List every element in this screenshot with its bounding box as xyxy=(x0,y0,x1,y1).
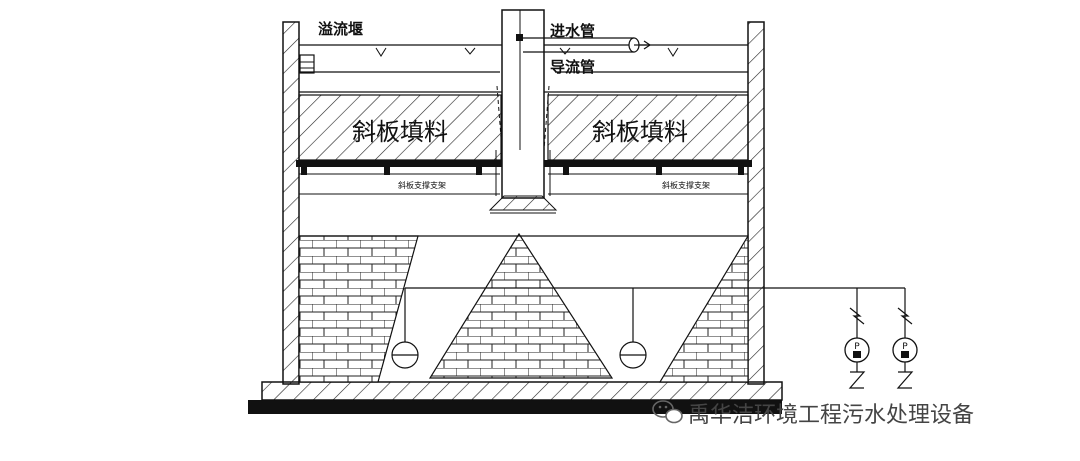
pump-2: P xyxy=(892,337,918,389)
sludge-pipe-network xyxy=(391,287,913,369)
sludge-hopper-right xyxy=(658,233,749,383)
packing-left-label: 斜板填料 xyxy=(352,118,448,146)
guide-pipe xyxy=(488,9,558,214)
inlet-pipe xyxy=(523,37,652,53)
inlet-pipe-label: 进水管 xyxy=(550,22,595,40)
watermark-text: 禹华洁环境工程污水处理设备 xyxy=(688,403,974,428)
wechat-icon xyxy=(652,400,683,424)
right-wall xyxy=(747,21,765,385)
pump-1-label: P xyxy=(854,342,860,352)
sludge-hopper-center xyxy=(428,232,614,379)
packing-right-label: 斜板填料 xyxy=(592,118,688,146)
support-right-label: 斜板支撑支架 xyxy=(662,180,710,190)
left-wall xyxy=(282,21,300,385)
watermark: 禹华洁环境工程污水处理设备 xyxy=(652,400,974,428)
pump-1: P xyxy=(844,337,870,389)
pump-2-label: P xyxy=(902,342,908,352)
tank-base xyxy=(248,381,783,414)
overflow-weir-label: 溢流堰 xyxy=(318,20,363,38)
guide-pipe-label: 导流管 xyxy=(550,58,595,76)
support-left-label: 斜板支撑支架 xyxy=(398,180,446,190)
